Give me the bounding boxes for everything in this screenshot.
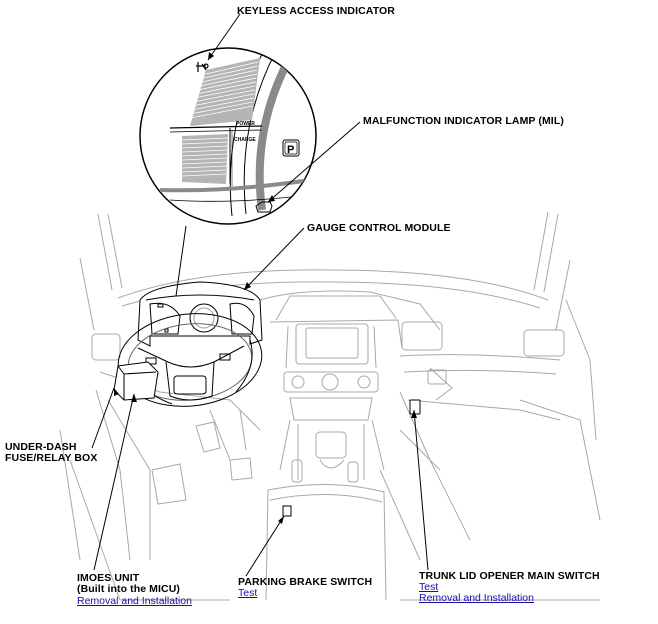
- under-dash-fuse-box-part: [113, 361, 159, 401]
- imoes-unit-label: IMOES UNIT: [77, 572, 140, 584]
- parking-brake-switch-label: PARKING BRAKE SWITCH: [238, 576, 373, 588]
- parking-brake-switch-part: [282, 505, 292, 517]
- leader-lines: [91, 13, 429, 577]
- gauge-control-module-label: GAUGE CONTROL MODULE: [307, 222, 451, 234]
- trunk-lid-removal-installation-link[interactable]: Removal and Installation: [419, 592, 534, 604]
- imoes-removal-installation-link[interactable]: Removal and Installation: [77, 595, 192, 607]
- dashboard-outline: [59, 211, 601, 601]
- mil-engine-icon: [255, 201, 273, 213]
- trunk-lid-switch-label: TRUNK LID OPENER MAIN SWITCH: [419, 570, 600, 582]
- under-dash-label-line1: UNDER-DASH: [5, 441, 77, 453]
- parking-brake-test-link[interactable]: Test: [238, 587, 258, 599]
- charge-label: CHARGE: [234, 137, 256, 143]
- parking-indicator-glyph: P: [287, 144, 294, 156]
- mil-label: MALFUNCTION INDICATOR LAMP (MIL): [363, 115, 564, 127]
- trunk-lid-test-link[interactable]: Test: [419, 581, 439, 593]
- cluster-zoom-detail: POWER CHARGE P: [139, 47, 317, 225]
- under-dash-label-line2: FUSE/RELAY BOX: [5, 452, 98, 464]
- keyless-access-icon: [196, 62, 209, 72]
- trunk-lid-switch-part: [409, 399, 421, 415]
- imoes-unit-sublabel: (Built into the MICU): [77, 583, 180, 595]
- keyless-access-indicator-label: KEYLESS ACCESS INDICATOR: [237, 5, 395, 17]
- leader-arrowheads: [114, 52, 417, 524]
- power-label: POWER: [236, 121, 255, 127]
